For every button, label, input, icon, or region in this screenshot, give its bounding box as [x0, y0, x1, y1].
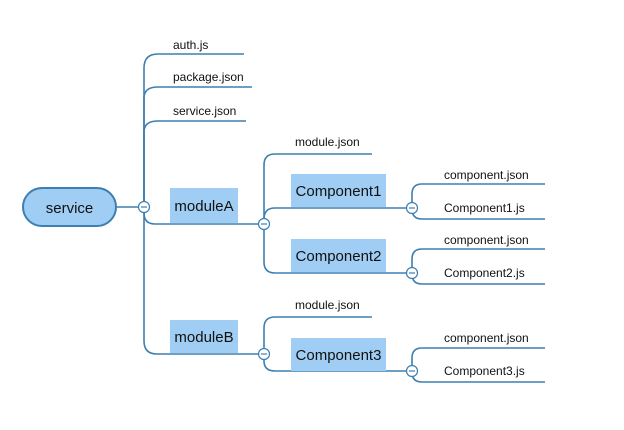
moduleA-label: moduleA: [174, 198, 233, 215]
edge-auth: [143, 53, 244, 207]
node-moduleA[interactable]: moduleA: [170, 188, 238, 223]
edge-moduleB-module-json: [263, 316, 372, 354]
edge-moduleA-module-json: [263, 153, 372, 224]
leaf-package-json[interactable]: package.json: [173, 70, 244, 84]
component2-box: [291, 239, 386, 272]
edge-c1-json: [411, 183, 545, 208]
leaf-auth-js[interactable]: auth.js: [173, 38, 208, 52]
edge-component2: [263, 224, 407, 274]
leaf-c1-component1-js[interactable]: Component1.js: [444, 201, 525, 215]
collapse-icon-component3[interactable]: [405, 364, 419, 378]
leaf-moduleA-module-json[interactable]: module.json: [295, 135, 360, 149]
moduleB-box: [170, 320, 238, 353]
leaf-c3-component3-js[interactable]: Component3.js: [444, 364, 525, 378]
moduleA-box: [170, 188, 238, 223]
node-moduleB[interactable]: moduleB: [170, 320, 238, 353]
collapse-icon-moduleA[interactable]: [257, 217, 271, 231]
leaf-c1-component-json[interactable]: component.json: [444, 168, 529, 182]
edge-moduleB: [143, 207, 259, 355]
edge-c2-json: [411, 248, 545, 273]
edge-component1: [263, 207, 407, 224]
root-node-label: service: [46, 200, 94, 217]
edge-package: [143, 86, 252, 207]
leaf-c2-component2-js[interactable]: Component2.js: [444, 266, 525, 280]
node-component1[interactable]: Component1: [291, 174, 386, 207]
component3-box: [291, 338, 386, 371]
component1-label: Component1: [296, 183, 382, 200]
collapse-icon-component2[interactable]: [405, 266, 419, 280]
component1-box: [291, 174, 386, 207]
leaf-moduleB-module-json[interactable]: module.json: [295, 298, 360, 312]
collapse-icon-root[interactable]: [137, 200, 151, 214]
component2-label: Component2: [296, 248, 382, 265]
node-component3[interactable]: Component3: [291, 338, 386, 371]
leaf-c3-component-json[interactable]: component.json: [444, 331, 529, 345]
root-node[interactable]: service: [22, 187, 117, 227]
component3-label: Component3: [296, 347, 382, 364]
edge-service-json: [143, 120, 246, 207]
moduleB-label: moduleB: [174, 329, 233, 346]
collapse-icon-component1[interactable]: [405, 201, 419, 215]
root-node-shape: [22, 187, 117, 227]
leaf-c2-component-json[interactable]: component.json: [444, 233, 529, 247]
edge-c3-json: [411, 347, 545, 371]
leaf-service-json[interactable]: service.json: [173, 104, 236, 118]
edge-component3: [263, 354, 407, 372]
collapse-icon-moduleB[interactable]: [257, 347, 271, 361]
node-component2[interactable]: Component2: [291, 239, 386, 272]
